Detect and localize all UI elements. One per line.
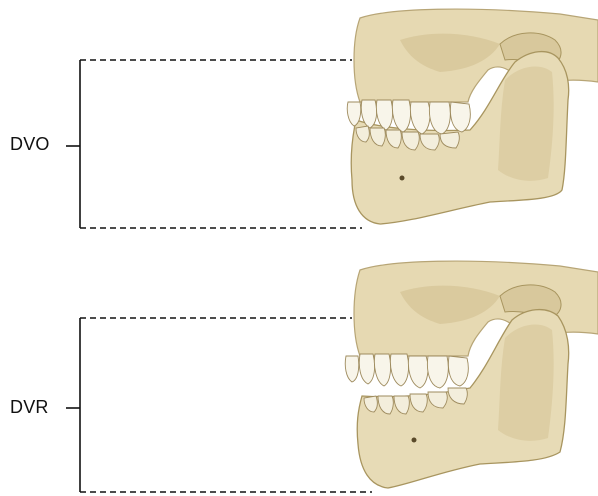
upper-teeth [345,354,468,388]
dvr-panel: DVR [0,248,598,496]
mental-foramen [412,438,417,443]
ramus-shade [498,324,554,440]
dvo-panel: DVO [0,0,598,248]
skull-open-jaw-illustration [0,248,598,496]
ramus-shade [498,66,554,180]
mental-foramen [400,176,405,181]
skull-closed-jaw-illustration [0,0,598,248]
